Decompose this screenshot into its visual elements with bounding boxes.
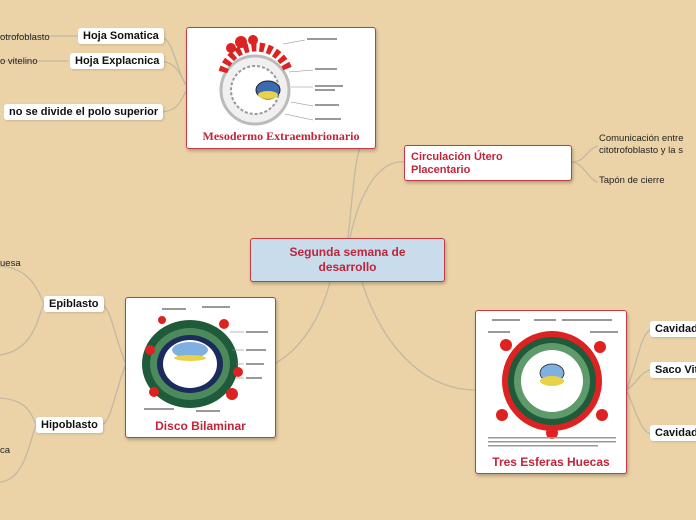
comunicacion-line-1: Comunicación entre xyxy=(599,133,684,144)
disco-bilaminar-diagram-image xyxy=(142,306,268,412)
topic-disco-bilaminar[interactable]: Disco Bilaminar xyxy=(125,297,276,438)
node-polo-superior[interactable]: no se divide el polo superior xyxy=(4,104,164,120)
central-topic[interactable]: Segunda semana de desarrollo xyxy=(250,238,445,282)
tres-esferas-diagram-image xyxy=(488,319,618,447)
node-hipoblasto[interactable]: Hipoblasto xyxy=(36,417,103,433)
comunicacion-line-2: citotrofoblasto y la s xyxy=(599,145,683,156)
node-cavidad-2[interactable]: Cavidad xyxy=(650,425,696,441)
topic-mesodermo-extraembrionario[interactable]: Mesodermo Extraembrionario xyxy=(186,27,376,149)
topic-circulacion-utero-placentario[interactable]: Circulación Útero Placentario xyxy=(404,145,572,181)
node-saco-vitelino[interactable]: Saco Vit xyxy=(650,362,696,378)
node-hoja-esplacnica[interactable]: Hoja Explacnica xyxy=(70,53,165,69)
node-somatica-detail[interactable]: otrofoblasto xyxy=(0,32,50,43)
topic-label: Disco Bilaminar xyxy=(155,419,246,433)
mesodermo-diagram-image xyxy=(218,35,343,126)
node-esplacnica-detail[interactable]: o vitelino xyxy=(0,56,38,67)
node-epiblasto[interactable]: Epiblasto xyxy=(44,296,104,312)
node-cavidad-1[interactable]: Cavidad xyxy=(650,321,696,337)
topic-tres-esferas-huecas[interactable]: Tres Esferas Huecas xyxy=(475,310,627,474)
node-hipoblasto-detail[interactable]: ca xyxy=(0,445,11,456)
central-topic-label: Segunda semana de desarrollo xyxy=(289,245,406,274)
node-hoja-somatica[interactable]: Hoja Somatica xyxy=(78,28,164,44)
node-comunicacion[interactable]: Comunicación entre citotrofoblasto y la … xyxy=(599,133,684,157)
node-epiblasto-detail[interactable]: uesa xyxy=(0,258,21,269)
node-tapon-de-cierre[interactable]: Tapón de cierre xyxy=(599,175,665,186)
topic-label: Circulación Útero Placentario xyxy=(411,151,503,176)
topic-label: Mesodermo Extraembrionario xyxy=(202,129,360,143)
topic-label: Tres Esferas Huecas xyxy=(492,455,610,469)
